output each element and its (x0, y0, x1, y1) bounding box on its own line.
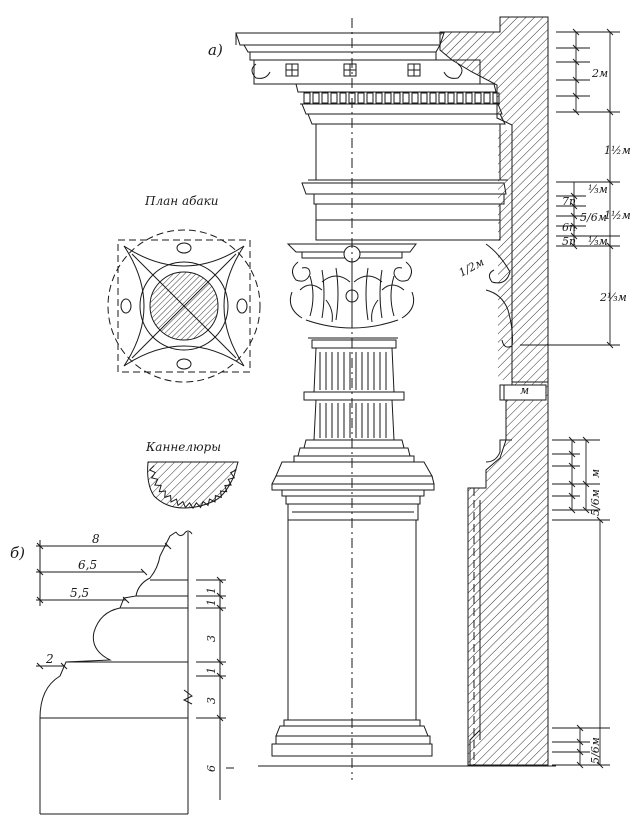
shaft-upper (293, 347, 415, 463)
dim-arch-5p: 5п (562, 235, 577, 248)
dim-plinth-56: 5/6м (589, 737, 602, 764)
wall-section (439, 16, 549, 766)
dim-h3a: 3 (205, 635, 218, 642)
dim-arch-13: ⅓м (588, 235, 608, 248)
dim-cap-height: 2⅓м (600, 291, 627, 304)
dim-w8: 8 (92, 532, 100, 546)
architrave (301, 182, 507, 241)
dim-h1c: 1 (205, 667, 218, 674)
dim-arch-15: 1½м (604, 209, 631, 222)
dim-arch-6p: 6п (562, 221, 577, 234)
flutes-title: Каннелюры (146, 440, 222, 454)
dim-arch-7p: 7п (562, 195, 577, 208)
dim-h1b: 1 (205, 599, 218, 606)
dim-h3b: 3 (205, 697, 218, 704)
pedestal (271, 461, 435, 757)
cornice (235, 32, 506, 125)
flutes-section (147, 461, 239, 510)
pilaster-profile (468, 243, 547, 765)
dim-w2: 2 (46, 652, 54, 666)
dim-cornice: 2м (592, 67, 609, 80)
dim-h1a: 1 (205, 587, 218, 594)
part-a-label: а) (208, 41, 223, 59)
dim-frieze: 1½м (604, 144, 631, 157)
abacus-plan-title: План абаки (145, 194, 219, 208)
coffer-rosettes (285, 63, 421, 77)
dim-base-56: 5/6м (589, 489, 602, 516)
dim-shaft-m: м (520, 384, 530, 397)
dim-h6: 6 (205, 765, 218, 772)
dim-arch-top: ⅓м (588, 183, 608, 196)
part-b-label: б) (10, 544, 26, 562)
dim-w65: 6,5 (78, 558, 98, 572)
right-dimension-lines (520, 28, 620, 769)
abacus-plan (107, 229, 261, 383)
dim-w55: 5,5 (70, 586, 90, 600)
dim-arch-56: 5/6м (580, 211, 607, 224)
dim-base-m: м (589, 468, 602, 478)
frieze (308, 123, 508, 181)
base-profile (36, 530, 234, 815)
dentils (303, 92, 500, 104)
